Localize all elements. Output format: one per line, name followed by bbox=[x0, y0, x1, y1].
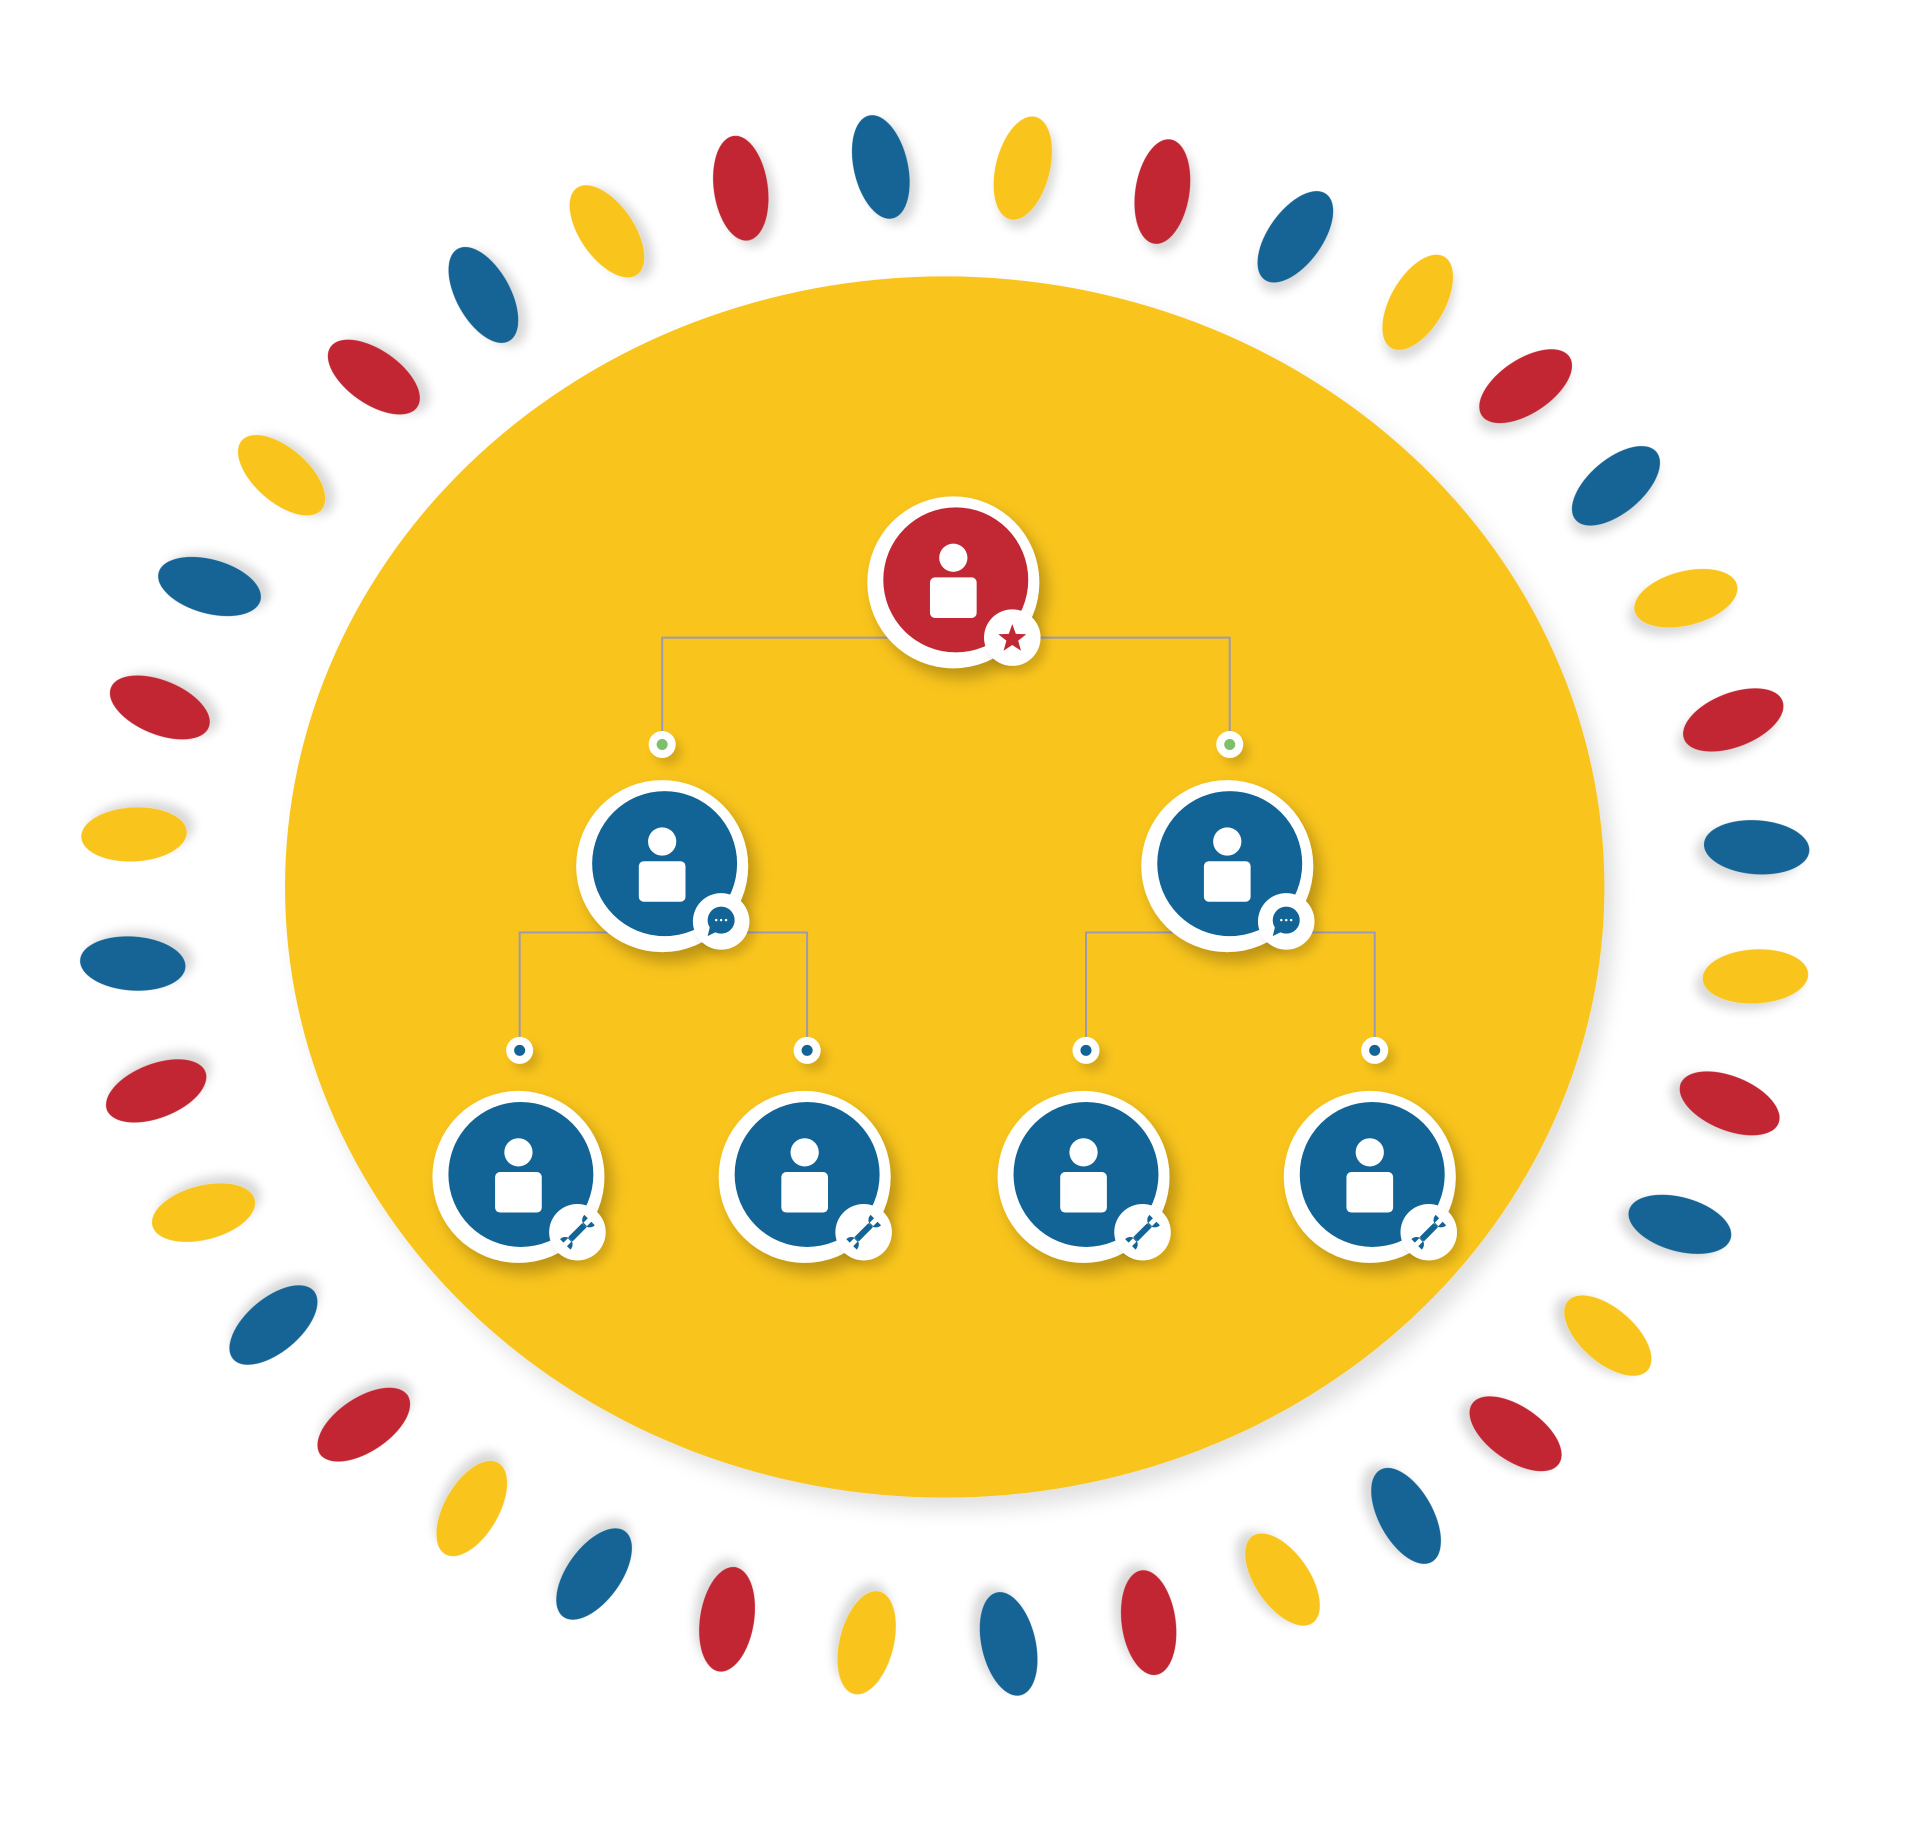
user-icon bbox=[929, 543, 977, 618]
petal-blue bbox=[229, 1285, 318, 1365]
petal-yellow bbox=[1245, 1533, 1320, 1626]
petal-red bbox=[327, 339, 420, 415]
petal-yellow bbox=[1564, 1295, 1652, 1376]
star-icon bbox=[998, 624, 1027, 651]
petal-yellow bbox=[237, 435, 326, 516]
user-icon bbox=[495, 1138, 542, 1213]
petal-red bbox=[699, 1566, 755, 1672]
org-nodes bbox=[432, 496, 1457, 1263]
petal-yellow bbox=[81, 807, 187, 862]
connector-dot bbox=[1361, 1036, 1389, 1064]
petal-yellow bbox=[151, 1183, 256, 1242]
node-badge bbox=[984, 609, 1041, 666]
chat-bubble-icon bbox=[1272, 906, 1300, 937]
petal-blue bbox=[979, 1592, 1038, 1696]
yellow-disc bbox=[285, 276, 1605, 1498]
member-node[interactable] bbox=[432, 1090, 606, 1263]
node-badge bbox=[1114, 1203, 1171, 1261]
member-node[interactable] bbox=[997, 1090, 1171, 1263]
node-badge bbox=[549, 1203, 606, 1261]
root-node[interactable] bbox=[867, 496, 1041, 669]
petal-blue bbox=[556, 1528, 632, 1620]
petal-red bbox=[1134, 139, 1191, 244]
petal-blue bbox=[1371, 1467, 1441, 1564]
petal-red bbox=[317, 1387, 411, 1462]
connector-dot bbox=[1072, 1036, 1100, 1064]
user-icon bbox=[638, 827, 686, 902]
node-badge bbox=[1400, 1203, 1457, 1261]
member-node[interactable] bbox=[1283, 1090, 1457, 1263]
petal-red bbox=[1120, 1570, 1177, 1676]
petal-yellow bbox=[1634, 568, 1738, 628]
wrench-icon bbox=[1125, 1214, 1160, 1250]
petal-blue bbox=[79, 936, 186, 991]
petal-red bbox=[1469, 1396, 1562, 1472]
petal-yellow bbox=[569, 185, 645, 278]
petal-blue bbox=[158, 556, 261, 617]
petal-yellow bbox=[837, 1591, 896, 1695]
petal-red bbox=[713, 135, 769, 241]
petal-blue bbox=[1628, 1194, 1732, 1254]
petal-red bbox=[1683, 688, 1784, 752]
manager-node[interactable] bbox=[1141, 780, 1315, 953]
petal-yellow bbox=[1382, 254, 1454, 350]
member-node[interactable] bbox=[718, 1090, 892, 1263]
user-icon bbox=[1203, 827, 1251, 902]
petal-blue bbox=[1257, 191, 1334, 283]
connector-dot bbox=[1216, 730, 1244, 758]
petal-blue bbox=[851, 115, 910, 219]
node-badge bbox=[1257, 893, 1315, 950]
connector-dot bbox=[506, 1036, 534, 1064]
wrench-icon bbox=[560, 1214, 595, 1250]
petal-red bbox=[1679, 1071, 1780, 1136]
petal-blue bbox=[1571, 446, 1660, 526]
manager-node[interactable] bbox=[576, 780, 750, 953]
connector-dot bbox=[648, 730, 676, 758]
petal-yellow bbox=[1702, 949, 1809, 1004]
connector-dot bbox=[793, 1036, 821, 1064]
petal-red bbox=[105, 1059, 207, 1123]
petal-ring bbox=[79, 115, 1810, 1696]
user-icon bbox=[781, 1138, 829, 1213]
node-badge bbox=[835, 1203, 892, 1261]
petal-red bbox=[1479, 349, 1573, 424]
wrench-icon bbox=[1411, 1214, 1447, 1250]
petal-red bbox=[109, 675, 210, 740]
petal-blue bbox=[448, 246, 519, 343]
chat-bubble-icon bbox=[707, 906, 735, 937]
user-icon bbox=[1060, 1138, 1107, 1213]
petal-blue bbox=[1703, 820, 1810, 875]
node-badge bbox=[692, 893, 750, 950]
user-icon bbox=[1346, 1138, 1394, 1213]
petal-yellow bbox=[993, 116, 1052, 220]
wrench-icon bbox=[846, 1214, 882, 1250]
petal-yellow bbox=[436, 1460, 508, 1557]
